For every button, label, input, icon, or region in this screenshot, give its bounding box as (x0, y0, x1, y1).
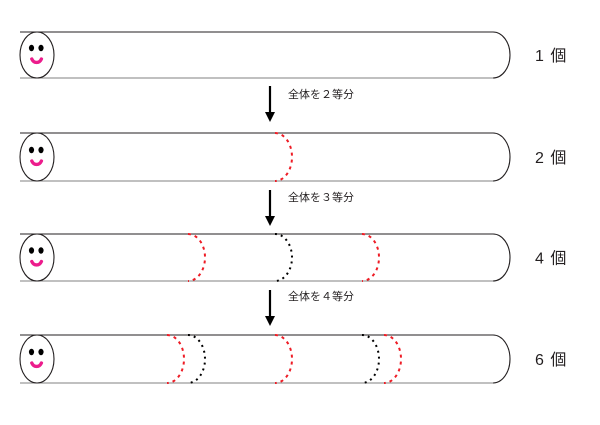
division-step: 全体を３等分 (265, 190, 354, 226)
face-outline (19, 132, 55, 182)
cylinder-right-cap (492, 334, 511, 384)
cut-line-new (187, 233, 206, 282)
cylinder-row (19, 233, 511, 282)
face-eye-left (28, 348, 35, 356)
cut-line-previous (361, 334, 380, 384)
division-step: 全体を４等分 (265, 289, 354, 326)
cut-line-new (274, 334, 293, 384)
face-eye-right (38, 348, 44, 356)
smiley-face (19, 233, 55, 282)
down-arrow-head (265, 112, 275, 122)
face-eye-right (38, 247, 44, 254)
face-eye-right (38, 146, 44, 154)
row-count-label: 1 個 (535, 47, 567, 65)
row-count-label: 2 個 (535, 149, 567, 167)
face-outline (19, 233, 55, 282)
face-outline (19, 31, 55, 79)
smiley-face (19, 334, 55, 384)
face-mouth (30, 57, 44, 65)
cylinder-right-cap (492, 31, 511, 79)
step-label: 全体を４等分 (288, 289, 354, 303)
cut-line-new (274, 132, 293, 182)
face-outline (19, 334, 55, 384)
down-arrow-head (265, 216, 275, 226)
cut-line-previous (274, 233, 293, 282)
step-label: 全体を３等分 (288, 190, 354, 204)
cut-line-new (166, 334, 185, 384)
row-count-label: 6 個 (535, 351, 567, 369)
face-eye-left (28, 44, 35, 52)
cut-line-new (383, 334, 402, 384)
face-eye-left (28, 146, 35, 154)
cut-line-new (361, 233, 380, 282)
cylinder-right-cap (492, 132, 511, 182)
cut-line-previous (187, 334, 206, 384)
division-step: 全体を２等分 (265, 86, 354, 122)
cylinder-row (19, 31, 511, 79)
face-mouth (30, 361, 44, 369)
smiley-face (19, 31, 55, 79)
face-eye-left (28, 247, 35, 254)
face-eye-right (38, 44, 44, 52)
cylinder-row (19, 334, 511, 384)
row-count-label: 4 個 (535, 250, 567, 268)
smiley-face (19, 132, 55, 182)
face-mouth (30, 259, 44, 267)
cylinder-row (19, 132, 511, 182)
step-label: 全体を２等分 (288, 87, 354, 101)
cylinder-right-cap (492, 233, 511, 282)
face-mouth (30, 159, 44, 167)
down-arrow-head (265, 316, 275, 326)
